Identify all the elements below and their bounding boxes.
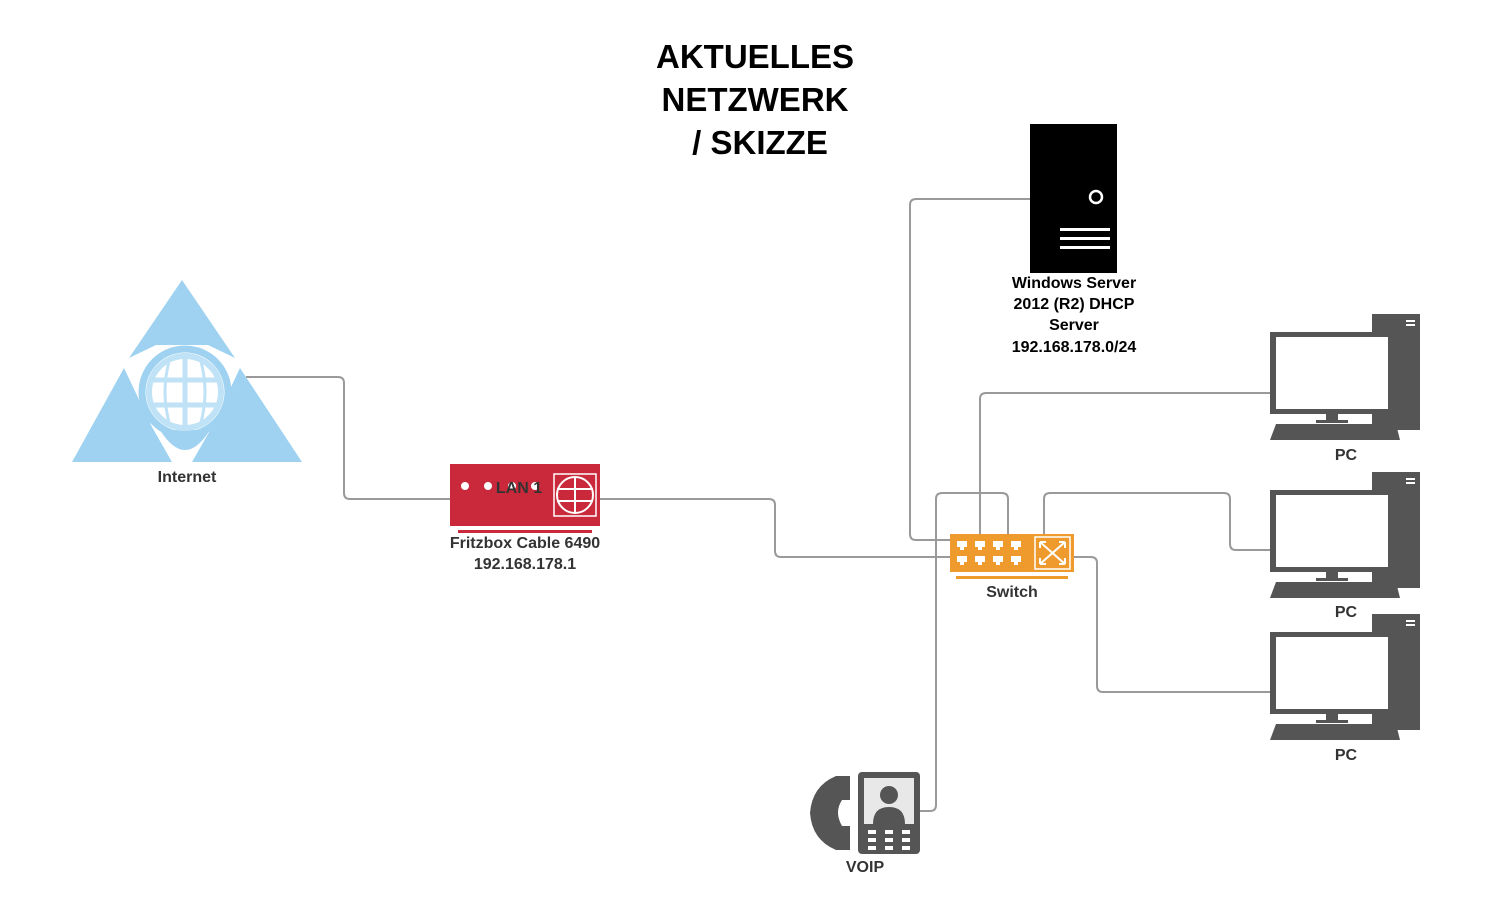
node-internet-label: Internet xyxy=(158,469,217,486)
router-icon xyxy=(450,464,600,533)
edge-switch-pc2[interactable] xyxy=(1043,492,1272,551)
diagram-title-line-1: AKTUELLES xyxy=(656,38,854,75)
diagram-title-line-2: NETZWERK xyxy=(662,81,849,118)
edge-server-switch[interactable] xyxy=(909,198,1032,541)
node-server-label-line-4: 192.168.178.0/24 xyxy=(1012,339,1137,356)
voip-phone-icon xyxy=(810,772,920,854)
edge-switch-pc1[interactable] xyxy=(979,392,1272,537)
node-pc2[interactable] xyxy=(1270,472,1420,598)
node-voip[interactable]: VOIP xyxy=(810,772,920,876)
node-server-label-line-3: Server xyxy=(1049,317,1099,334)
connections xyxy=(246,198,1272,812)
diagram-title-line-3: / SKIZZE xyxy=(692,124,828,161)
node-server-label-line-2: 2012 (R2) DHCP xyxy=(1014,296,1135,313)
node-pc1-label: PC xyxy=(1335,447,1358,464)
node-switch-label: Switch xyxy=(986,584,1038,601)
node-fritzbox-label-line-1: Fritzbox Cable 6490 xyxy=(450,535,600,552)
internet-globe-icon xyxy=(72,280,302,462)
node-pc3-label: PC xyxy=(1335,747,1358,764)
node-pc3[interactable] xyxy=(1270,614,1420,740)
node-pc2-label: PC xyxy=(1335,604,1358,621)
desktop-pc-icon xyxy=(1270,472,1420,598)
desktop-pc-icon xyxy=(1270,314,1420,440)
edge-switch-pc3[interactable] xyxy=(1072,556,1272,693)
fritzbox-port-label: LAN 1 xyxy=(496,480,542,497)
node-switch[interactable]: Switch xyxy=(950,534,1074,601)
node-server-label-line-1: Windows Server xyxy=(1012,275,1136,292)
node-fritzbox-label-line-2: 192.168.178.1 xyxy=(474,556,576,573)
node-server[interactable]: Windows Server 2012 (R2) DHCP Server 192… xyxy=(1012,124,1137,356)
node-internet[interactable]: Internet xyxy=(72,280,302,486)
node-voip-label: VOIP xyxy=(846,859,885,876)
network-switch-icon xyxy=(950,534,1074,579)
edge-switch-voip[interactable] xyxy=(920,492,1009,812)
edge-internet-fritzbox[interactable] xyxy=(246,376,452,500)
desktop-pc-icon xyxy=(1270,614,1420,740)
server-tower-icon xyxy=(1030,124,1117,273)
node-pc1[interactable] xyxy=(1270,314,1420,440)
edge-fritzbox-switch[interactable] xyxy=(598,498,952,558)
node-fritzbox[interactable]: LAN 1 Fritzbox Cable 6490 192.168.178.1 xyxy=(450,464,600,573)
